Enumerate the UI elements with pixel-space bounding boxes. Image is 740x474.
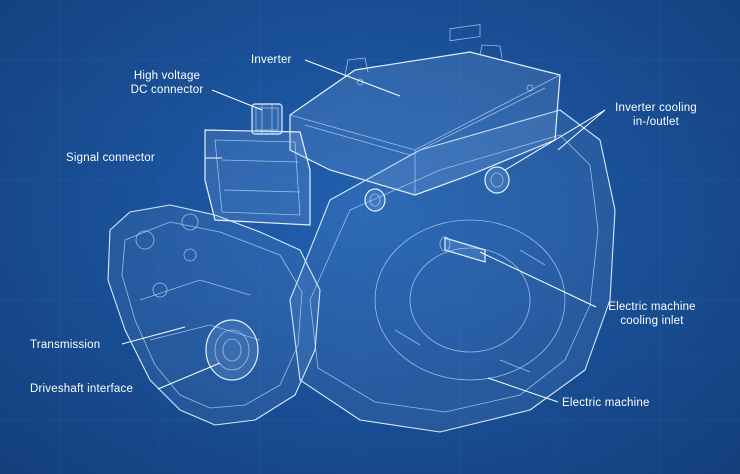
label-hv-dc-connector: High voltage DC connector bbox=[118, 69, 216, 97]
label-inverter-cooling: Inverter cooling in-/outlet bbox=[600, 101, 712, 129]
transmission-part bbox=[107, 204, 321, 426]
label-em-cooling-inlet-line2: cooling inlet bbox=[620, 315, 684, 327]
leader-driveshaft bbox=[157, 362, 221, 390]
label-inverter: Inverter bbox=[251, 54, 292, 66]
label-electric-machine: Electric machine bbox=[562, 397, 650, 409]
leader-hv-connector bbox=[211, 89, 263, 111]
leader-transmission bbox=[121, 326, 186, 345]
label-inverter-cooling-line1: Inverter cooling bbox=[615, 102, 697, 114]
label-inverter-cooling-line2: in-/outlet bbox=[632, 116, 680, 128]
leader-lines bbox=[121, 59, 606, 403]
label-em-cooling-inlet-line1: Electric machine bbox=[608, 301, 696, 313]
leader-inverter-cooling-a bbox=[504, 109, 606, 171]
label-hv-dc-connector-line2: DC connector bbox=[130, 84, 204, 96]
leader-em-cooling bbox=[479, 251, 597, 308]
inverter-part bbox=[289, 24, 561, 196]
electric-machine-part bbox=[289, 109, 616, 433]
em-cooling-inlet-part bbox=[439, 236, 486, 263]
label-transmission: Transmission bbox=[30, 339, 101, 351]
label-hv-dc-connector-line1: High voltage bbox=[133, 70, 201, 82]
label-driveshaft-interface: Driveshaft interface bbox=[30, 383, 134, 395]
label-signal-connector: Signal connector bbox=[66, 152, 155, 164]
signal-connector-part bbox=[204, 129, 311, 226]
leader-electric-machine bbox=[487, 377, 559, 403]
driveshaft-part bbox=[205, 319, 259, 381]
leader-inverter-cooling-b bbox=[557, 109, 606, 151]
leader-inverter bbox=[304, 59, 401, 97]
hv-dc-connector-part bbox=[251, 103, 283, 135]
inverter-cooling-part bbox=[364, 166, 510, 212]
label-em-cooling-inlet: Electric machine cooling inlet bbox=[598, 300, 706, 328]
